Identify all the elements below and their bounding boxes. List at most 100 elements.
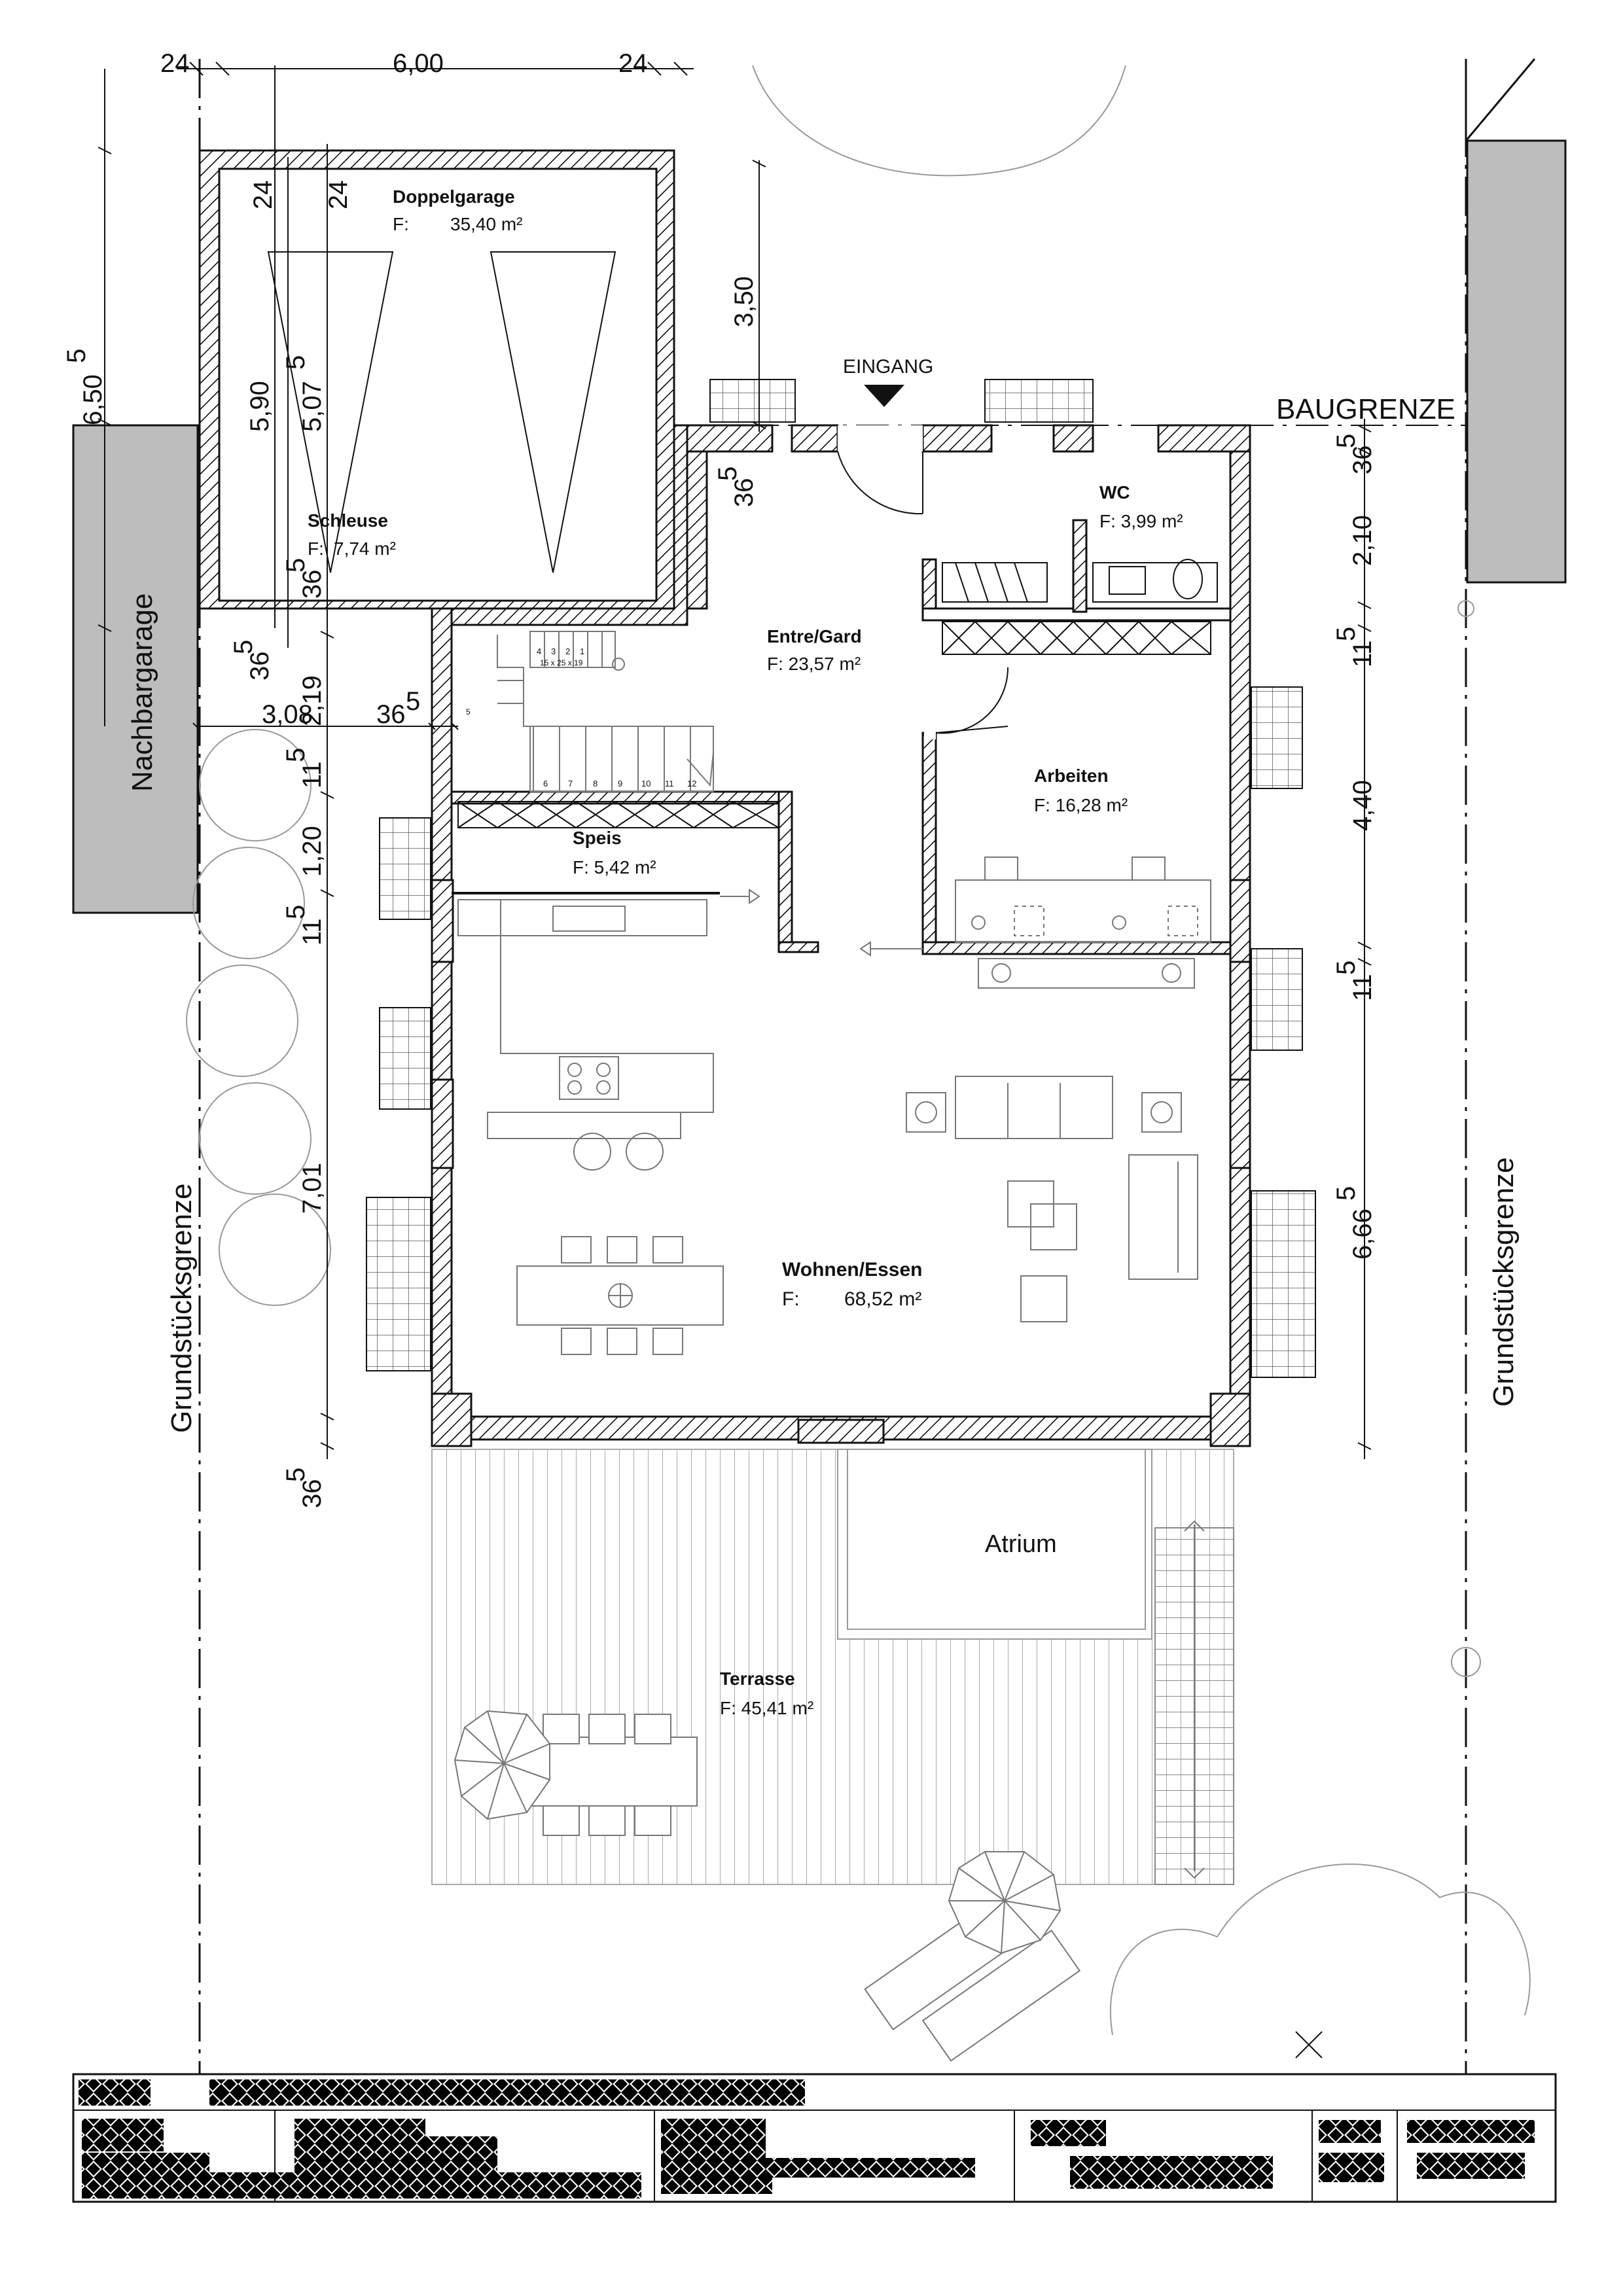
dim-sup: 5 (281, 1468, 310, 1482)
room-name-schleuse: Schleuse (308, 510, 388, 531)
dim-sup: 5 (1332, 1186, 1361, 1201)
room-area-schleuse: 7,74 m² (334, 539, 396, 559)
dim-text: 11 (1348, 974, 1377, 1001)
neighbor-building-right (1466, 139, 1567, 584)
stair-number: 2 (565, 646, 570, 656)
redacted-block (661, 2158, 772, 2194)
redacted-block (79, 2079, 151, 2106)
dimension-texts: 24 6,00 24 24 24 3,50 6,50 5 5,90 5,07 5… (62, 49, 1377, 1508)
dim-text: 3,08 (262, 700, 313, 729)
redacted-block (82, 2119, 164, 2151)
stair-number: 1 (580, 646, 584, 656)
entrance-arrow-icon (864, 385, 904, 407)
dim-text: 1,20 (298, 826, 327, 877)
stair-number: 6 (543, 779, 548, 788)
dim-text: 6,00 (393, 49, 444, 78)
stair-number: 11 (665, 779, 674, 788)
stair-number: 12 (687, 779, 696, 788)
dim-text: 5,90 (245, 381, 274, 432)
garage (198, 149, 708, 628)
redacted-block (1070, 2156, 1273, 2189)
dim-text: 36 (298, 1479, 327, 1509)
room-labels: Doppelgarage F: 35,40 m² Schleuse F: 7,7… (308, 186, 1183, 1718)
dim-text: 36 (298, 570, 327, 599)
redacted-block (1319, 2153, 1384, 2182)
room-area-doppelgarage: 35,40 m² (450, 214, 523, 234)
dim-text: 6,66 (1348, 1209, 1377, 1260)
room-area-arbeiten: F: 16,28 m² (1034, 795, 1128, 815)
terrace-furniture (454, 1710, 1081, 2062)
stair-labels: 4 3 2 1 15 x 25 x 19 5 6 7 8 9 10 11 12 (466, 646, 696, 788)
stair-number: 10 (641, 779, 651, 788)
wc-fixtures (1092, 559, 1218, 603)
dim-sup: 5 (281, 558, 310, 573)
dim-text: 4,40 (1348, 780, 1377, 831)
stair-number: 3 (551, 646, 556, 656)
redacted-block (1319, 2120, 1381, 2143)
dim-text: 24 (618, 49, 648, 78)
redacted-block (425, 2136, 497, 2176)
room-name-wc: WC (1099, 482, 1130, 503)
baugrenze-label: BAUGRENZE (1276, 393, 1455, 425)
dim-sup: 5 (229, 640, 258, 654)
dim-sup: 5 (713, 467, 742, 481)
room-area-wohnen: 68,52 m² (844, 1288, 921, 1310)
dim-text: 11 (1348, 640, 1377, 667)
room-area-prefix: F: (308, 539, 324, 559)
room-name-speis: Speis (573, 828, 622, 848)
redacted-block (661, 2119, 766, 2158)
dim-sup: 5 (281, 905, 310, 919)
kitchen (457, 889, 760, 1171)
grundstuecksgrenze-right-label: Grundstücksgrenze (1488, 1157, 1520, 1407)
redacted-block (82, 2153, 209, 2199)
stair-number: 7 (568, 779, 573, 788)
dim-text: 24 (160, 49, 190, 78)
trees (186, 65, 1531, 2036)
dim-text: 11 (298, 918, 327, 945)
room-area-prefix: F: (393, 214, 409, 234)
room-name-arbeiten: Arbeiten (1034, 766, 1109, 786)
nachbargarage-label: Nachbargarage (126, 593, 158, 792)
dim-sup: 5 (281, 748, 310, 762)
doors (837, 425, 1009, 739)
room-area-wc: F: 3,99 m² (1099, 511, 1183, 531)
redacted-block (772, 2158, 975, 2178)
stair-number: 5 (466, 707, 471, 716)
neighbor-garage-left (72, 424, 199, 914)
stair-number: 8 (593, 779, 597, 788)
stair-spec: 15 x 25 x 19 (540, 658, 583, 667)
room-area-terrasse: F: 45,41 m² (720, 1698, 813, 1718)
dim-sup: 5 (1332, 627, 1361, 641)
dim-sup: 5 (1332, 434, 1361, 448)
redacted-block (294, 2119, 425, 2178)
dimension-lines (98, 62, 1372, 1459)
room-area-entre: F: 23,57 m² (767, 654, 861, 674)
title-block (72, 2031, 1557, 2203)
eingang-label: EINGANG (843, 356, 933, 378)
dim-text: 11 (298, 761, 327, 788)
dim-text: 6,50 (79, 374, 107, 425)
dim-sup: 5 (1332, 961, 1361, 975)
dim-text: 24 (324, 181, 353, 210)
grundstuecksgrenze-left-label: Grundstücksgrenze (166, 1183, 198, 1433)
dim-sup: 5 (281, 355, 310, 370)
room-name-wohnen: Wohnen/Essen (782, 1259, 922, 1280)
stair-number: 9 (618, 779, 622, 788)
stair-number: 4 (537, 646, 541, 656)
cabinets (457, 562, 1211, 828)
redacted-block (1407, 2120, 1535, 2143)
dim-sup: 5 (406, 687, 420, 716)
dim-sup: 5 (62, 349, 91, 363)
dim-text: 2,19 (298, 675, 327, 726)
room-area-prefix: F: (782, 1288, 800, 1310)
dim-text: 24 (249, 181, 277, 210)
redacted-block (1417, 2153, 1525, 2179)
room-area-speis: F: 5,42 m² (573, 857, 656, 877)
dim-text: 3,50 (730, 276, 758, 327)
room-name-terrasse: Terrasse (720, 1669, 795, 1689)
dim-text: 5,07 (298, 381, 327, 432)
room-name-entre: Entre/Gard (767, 626, 862, 646)
living-furniture (516, 1076, 1198, 1355)
